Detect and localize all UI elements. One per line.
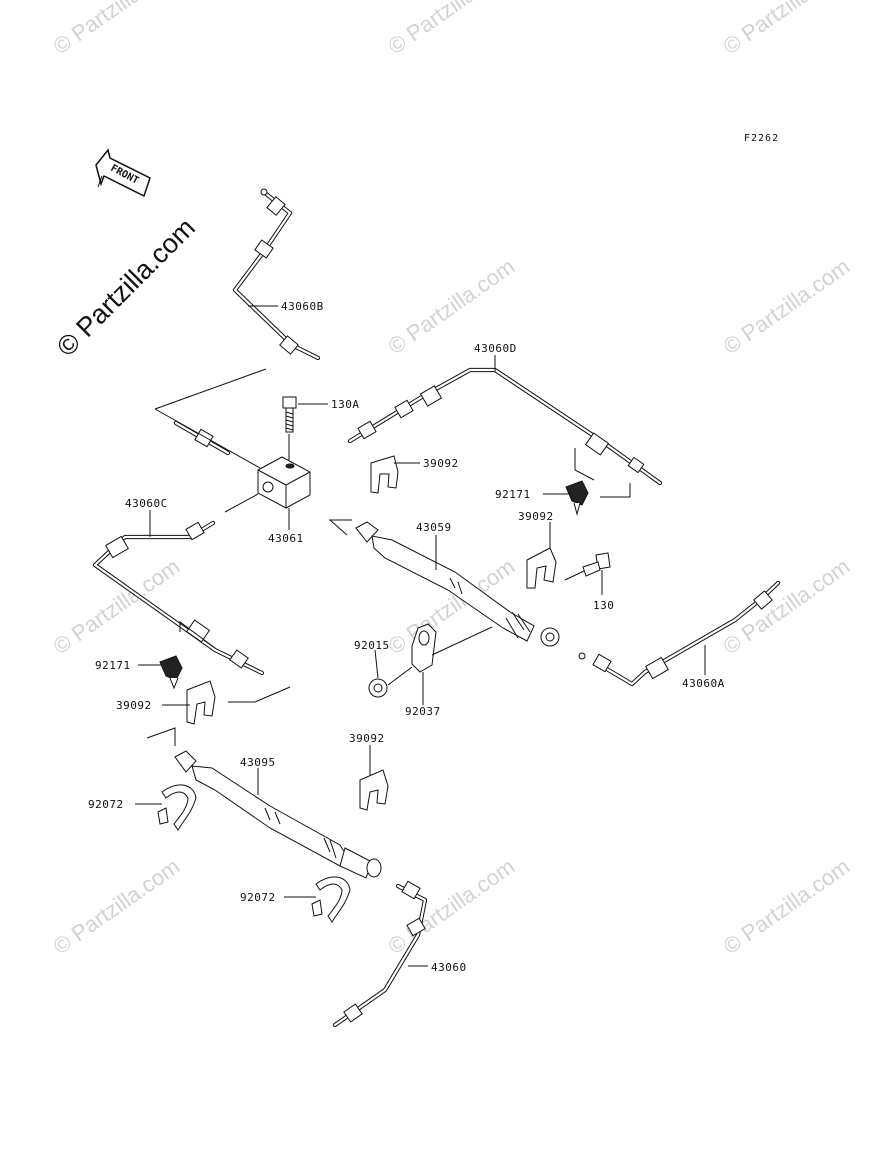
brake-joint-block-43061	[257, 396, 311, 509]
clip-39092-a	[370, 455, 399, 494]
clip-39092-d	[359, 769, 389, 811]
partzilla-logo-text: © Partzilla.com	[51, 212, 201, 362]
clamp-92037	[411, 623, 493, 673]
brake-pipe-43060a	[578, 580, 781, 687]
watermark: © Partzilla.com	[384, 854, 520, 960]
watermark: © Partzilla.com	[49, 0, 185, 59]
label-92037: 92037	[405, 705, 441, 718]
clip-92171-right	[565, 448, 631, 516]
brake-hose-43059	[328, 519, 560, 647]
clip-39092-c	[186, 680, 216, 725]
label-39092-c: 39092	[116, 699, 152, 712]
label-92171-left: 92171	[95, 659, 131, 672]
label-43060d: 43060D	[474, 342, 517, 355]
label-92072-a: 92072	[88, 798, 124, 811]
label-39092-d: 39092	[349, 732, 385, 745]
watermark: © Partzilla.com	[719, 0, 855, 59]
grommet-92015	[368, 666, 413, 698]
front-arrow-icon: FRONT	[95, 148, 151, 198]
watermark: © Partzilla.com	[384, 0, 520, 59]
label-92015: 92015	[354, 639, 390, 652]
leader-lines	[135, 305, 706, 967]
leader-line	[154, 368, 267, 469]
label-43060a: 43060A	[682, 677, 725, 690]
label-130: 130	[593, 599, 614, 612]
label-43061: 43061	[268, 532, 304, 545]
watermark: © Partzilla.com	[719, 854, 855, 960]
part-labels: 43060B 130A 43060D 39092 92171 39092 430…	[88, 300, 725, 974]
watermark: © Partzilla.com	[49, 854, 185, 960]
clip-39092-b	[526, 547, 557, 589]
brake-pipe-stub	[173, 420, 231, 456]
bolt-130	[564, 552, 611, 581]
brake-pipe-43060c	[92, 520, 265, 676]
brake-pipe-43060b	[232, 188, 321, 361]
label-43059: 43059	[416, 521, 452, 534]
brake-pipe-43060	[332, 880, 428, 1028]
watermark-layer: © Partzilla.com © Partzilla.com © Partzi…	[49, 0, 855, 959]
band-92072-a	[157, 784, 197, 831]
label-130a: 130A	[331, 398, 360, 411]
label-43095: 43095	[240, 756, 276, 769]
label-39092-a: 39092	[423, 457, 459, 470]
leader-line	[179, 621, 291, 703]
label-43060: 43060	[431, 961, 467, 974]
watermark: © Partzilla.com	[719, 554, 855, 660]
brake-pipe-43060d	[347, 367, 663, 486]
label-92171-right: 92171	[495, 488, 531, 501]
watermark: © Partzilla.com	[49, 554, 185, 660]
label-39092-b: 39092	[518, 510, 554, 523]
label-43060b: 43060B	[281, 300, 324, 313]
band-92072-b	[311, 876, 351, 923]
label-43060c: 43060C	[125, 497, 168, 510]
diagram-ref-code: F2262	[744, 133, 779, 144]
label-92072-b: 92072	[240, 891, 276, 904]
leader-line	[224, 493, 259, 513]
clip-92171-left	[159, 655, 183, 690]
watermark: © Partzilla.com	[719, 254, 855, 360]
brake-hose-43095	[146, 727, 382, 879]
